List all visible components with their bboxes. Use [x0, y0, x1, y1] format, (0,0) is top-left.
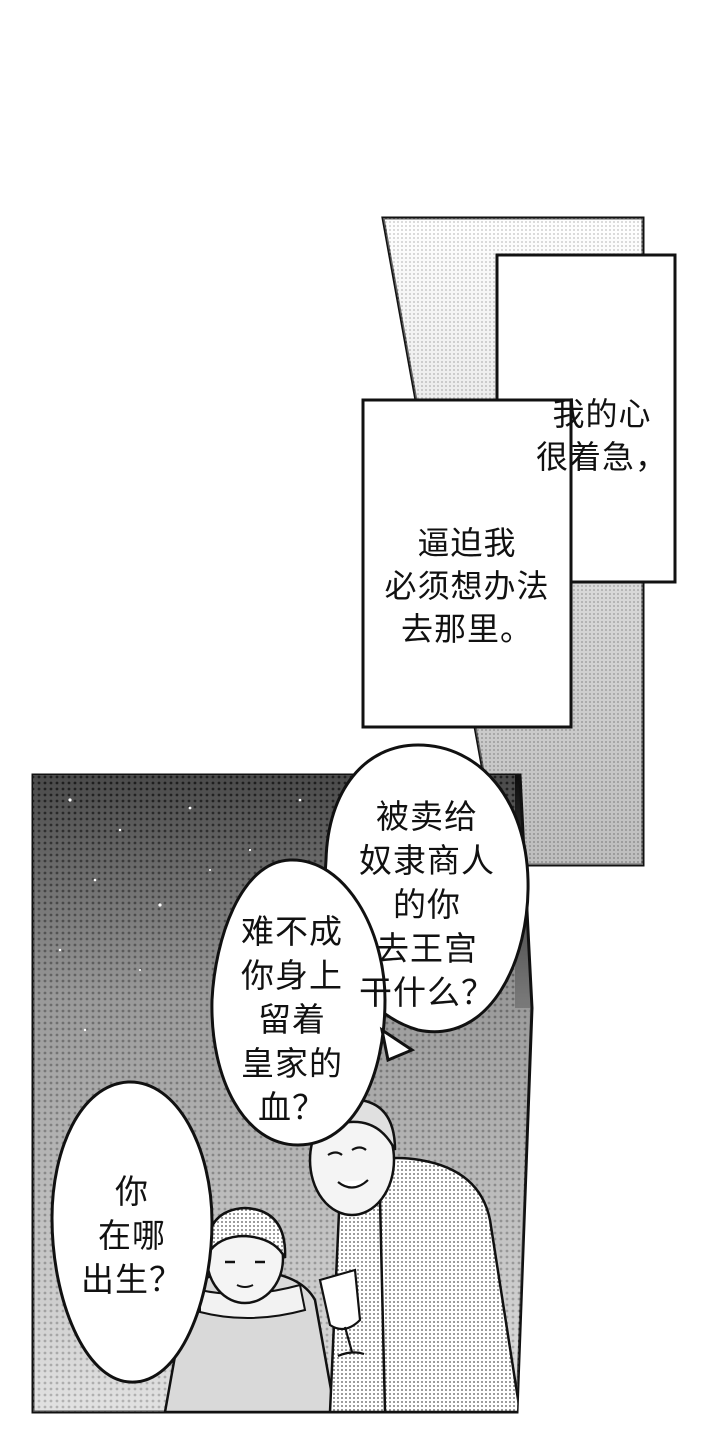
speech-line: 你身上 [241, 956, 343, 995]
speech-line: 干什么？ [359, 973, 495, 1012]
caption-upper-text: 我的心 很着急， [536, 393, 668, 479]
speech-line: 去王宫 [376, 929, 478, 968]
speech-line: 奴隶商人 [359, 841, 495, 880]
speech-line: 被卖给 [376, 797, 478, 836]
caption-line: 我的心 [552, 395, 652, 433]
goblet-icon [318, 1268, 365, 1358]
speech-line: 出生？ [81, 1260, 183, 1299]
speech-text-bottom: 你 在哪 出生？ [72, 1170, 192, 1302]
caption-line: 必须想办法 [384, 567, 550, 605]
speech-text-top: 被卖给 奴隶商人 的你 去王宫 干什么？ [352, 795, 502, 1015]
speech-bubble-bottom [50, 1080, 214, 1384]
speech-text-middle: 难不成 你身上 留着 皇家的 血？ [232, 910, 352, 1130]
speech-line: 皇家的 [241, 1044, 343, 1083]
speech-line: 你 [115, 1172, 149, 1211]
caption-line: 去那里。 [400, 610, 533, 648]
speech-line: 在哪 [98, 1216, 166, 1255]
speech-line: 留着 [258, 1000, 326, 1039]
caption-lower-text: 逼迫我 必须想办法 去那里。 [382, 522, 552, 651]
man-figure [306, 1098, 522, 1412]
speech-bubble-middle [210, 858, 416, 1147]
speech-line: 难不成 [241, 912, 343, 951]
woman-figure [163, 1206, 337, 1412]
caption-line: 很着急， [536, 438, 669, 476]
caption-line: 逼迫我 [417, 524, 517, 562]
speech-line: 的你 [393, 885, 461, 924]
speech-line: 血？ [258, 1088, 326, 1127]
caption-box-lower [361, 398, 573, 729]
